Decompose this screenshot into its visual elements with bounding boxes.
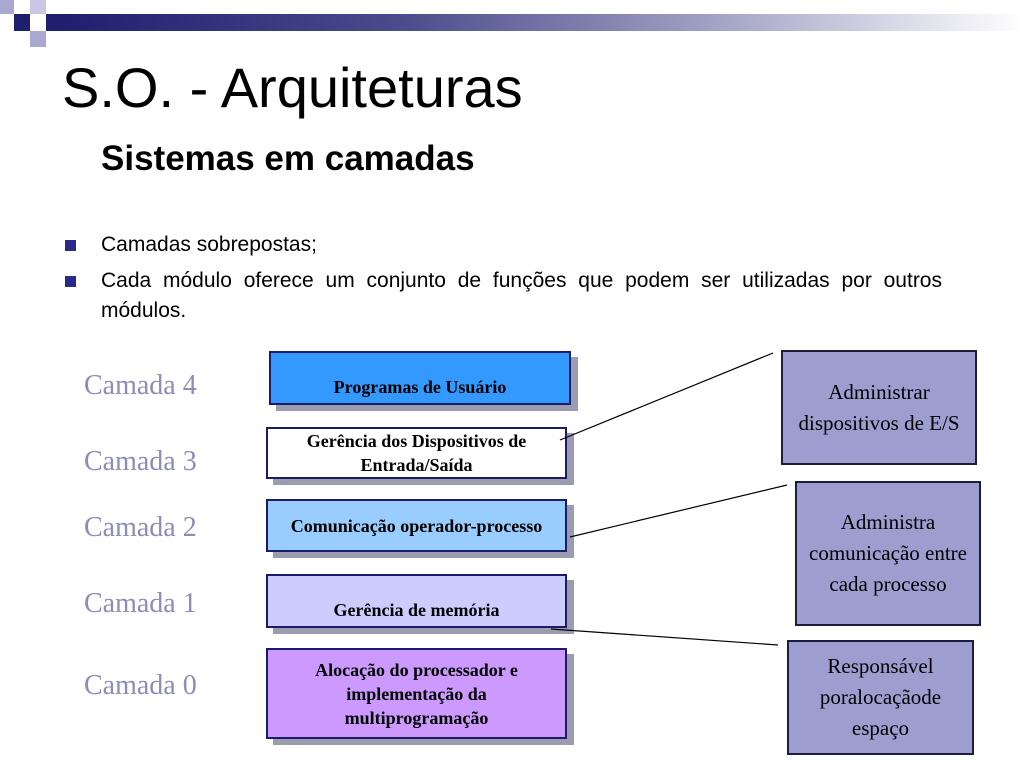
layer-box-text: Gerência dos Dispositivos de Entrada/Saí… (306, 431, 527, 475)
bullet-list: Camadas sobrepostas; Cada módulo oferece… (62, 230, 942, 332)
layer-box-1: Gerência de memória (266, 574, 567, 628)
list-item: Cada módulo oferece um conjunto de funçõ… (62, 266, 942, 326)
layer-box-text: Programas de Usuário (333, 377, 507, 397)
note-box-memory: Responsável poralocaçãode espaço (787, 640, 974, 755)
layer-box-0: Alocação do processador e implementação … (266, 648, 567, 739)
layer-label-2: Camada 2 (84, 512, 197, 543)
bullet-text: Cada módulo oferece um conjunto de funçõ… (101, 269, 942, 322)
layer-box-2: Comunicação operador-processo (266, 499, 567, 552)
note-text: Responsável poralocaçãode espaço (819, 654, 942, 740)
layer-label-1: Camada 1 (84, 588, 197, 619)
decor-square (0, 0, 14, 14)
layer-label-4: Camada 4 (84, 370, 197, 401)
decor-square (14, 31, 30, 47)
square-bullet-icon (65, 276, 76, 287)
connector-line (559, 352, 774, 441)
note-box-communication: Administra comunicação entre cada proces… (795, 481, 981, 626)
layer-box-text: Alocação do processador e implementação … (315, 659, 518, 728)
square-bullet-icon (65, 240, 76, 251)
bullet-text: Camadas sobrepostas; (101, 233, 317, 256)
list-item: Camadas sobrepostas; (62, 230, 942, 260)
connector-line (550, 628, 779, 646)
layer-box-text: Gerência de memória (333, 600, 500, 620)
decor-square (46, 14, 60, 31)
layer-box-text: Comunicação operador-processo (290, 515, 543, 536)
connector-line (569, 484, 788, 538)
decor-square (30, 0, 46, 14)
page-title: S.O. - Arquiteturas (62, 56, 523, 119)
note-box-io: Administrar dispositivos de E/S (781, 350, 977, 465)
note-text: Administra comunicação entre cada proces… (809, 510, 967, 596)
note-text: Administrar dispositivos de E/S (798, 379, 960, 435)
layer-box-3: Gerência dos Dispositivos de Entrada/Saí… (266, 427, 567, 479)
layer-label-0: Camada 0 (84, 670, 197, 701)
decor-square (30, 31, 46, 47)
layer-label-3: Camada 3 (84, 446, 197, 477)
layer-box-4: Programas de Usuário (269, 351, 571, 405)
header-decoration (0, 0, 1024, 48)
decor-square (14, 14, 30, 31)
header-gradient-band (60, 14, 1024, 31)
page-subtitle: Sistemas em camadas (101, 139, 475, 178)
